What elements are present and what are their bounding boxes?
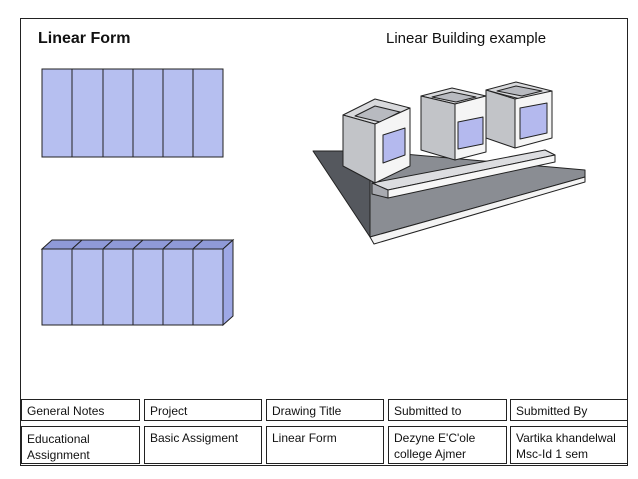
flat-block (132, 68, 164, 158)
value-submitted-by: Vartika khandelwal Msc-Id 1 sem (510, 426, 628, 464)
isometric-linear-form (40, 238, 235, 327)
linear-building-title: Linear Building example (386, 30, 547, 47)
block-front (41, 248, 73, 326)
header-drawing-title: Drawing Title (266, 399, 384, 421)
value-project: Basic Assigment (144, 426, 262, 464)
value-submitted-to: Dezyne E'C'ole college Ajmer (388, 426, 507, 464)
tower-window (457, 116, 484, 150)
tower-roof-inset (431, 91, 477, 103)
block-front (71, 248, 104, 326)
drawing-frame (20, 18, 628, 466)
tower-window (382, 127, 406, 164)
tower-window (519, 102, 548, 140)
linear-form-title: Linear Form (38, 30, 131, 47)
tower-roof-inset (354, 105, 401, 123)
block-front (162, 248, 194, 326)
value-drawing-title: Linear Form (266, 426, 384, 464)
block-front (102, 248, 134, 326)
base-edge (369, 176, 586, 245)
tower-side (485, 89, 516, 149)
flat-block (162, 68, 194, 158)
flat-linear-form (41, 68, 224, 158)
step-side (371, 182, 389, 199)
header-submitted-to: Submitted to (388, 399, 507, 421)
tower-roof-inset (496, 85, 543, 97)
flat-block (71, 68, 104, 158)
header-general-notes: General Notes (21, 399, 140, 421)
tower-side (420, 95, 456, 161)
linear-building-model (312, 81, 586, 245)
flat-block (192, 68, 224, 158)
value-general-notes: Educational Assignment (21, 426, 140, 464)
flat-block (41, 68, 73, 158)
header-submitted-by: Submitted By (510, 399, 628, 421)
block-front (192, 248, 224, 326)
flat-block (102, 68, 134, 158)
header-project: Project (144, 399, 262, 421)
block-side (222, 238, 234, 327)
block-front (132, 248, 164, 326)
